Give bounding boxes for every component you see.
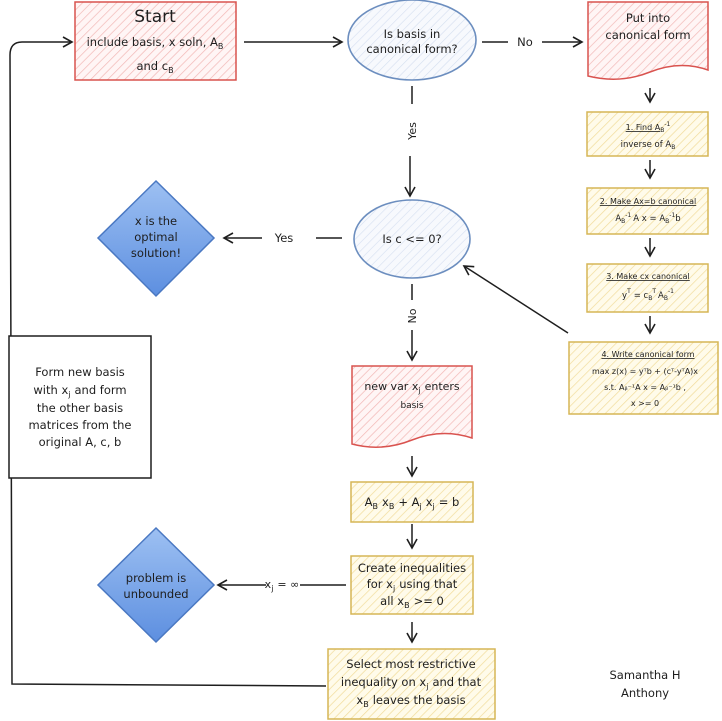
start-title: Start [134,7,176,27]
start-line1: include basis, x soln, AB [87,35,224,51]
canonical-question-oval [347,0,477,81]
arrow-step4-to-c-q [462,265,569,334]
canonical-q-line1: Is basis in [384,27,441,41]
unbounded-diamond [96,526,216,644]
step4-box [568,341,719,415]
put-canonical-line1: Put into [626,11,670,25]
start-line2: and cB [136,59,173,75]
step1-body: inverse of AB [621,140,676,151]
label-yes-down: Yes [406,122,419,141]
equation-box [350,481,474,523]
step4-line2: s.t. Aᵦ⁻¹A x = Aᵦ⁻¹b , [604,383,686,392]
c-question-text: Is c <= 0? [382,232,441,246]
unbounded-line1: problem is [126,571,186,585]
note-line4: matrices from the [28,418,131,432]
note-line3: the other basis [37,401,123,415]
optimal-line1: x is the [135,214,177,228]
author-line1: Samantha H [609,668,680,682]
put-canonical-line2: canonical form [605,28,690,42]
label-yes-left: Yes [274,231,294,245]
step1-box [586,111,709,157]
inequalities-box [350,555,474,615]
optimal-line2: optimal [134,230,177,244]
c-question-oval [353,199,471,279]
optimal-diamond [96,179,216,298]
step3-box [586,263,709,313]
note-line5: original A, c, b [39,435,122,449]
label-no-down: No [406,308,419,323]
label-no-top: No [517,35,533,49]
label-xj-infinity: xj= ∞ [265,578,300,593]
enters-line2: basis [400,401,423,411]
step4-head: 4. Write canonical form [601,350,694,359]
canonical-q-line2: canonical form? [366,42,457,56]
unbounded-line2: unbounded [123,587,188,601]
put-canonical-doc [587,1,709,80]
ineq-line3: all xB>= 0 [380,594,444,610]
start-box [74,1,237,81]
enters-doc [351,365,473,448]
author-line2: Anthony [621,686,669,700]
arrow-restrictive-loop-to-start [9,36,327,687]
optimal-line3: solution! [131,246,181,260]
step2-box [586,187,709,235]
ineq-line1: Create inequalities [358,561,466,575]
restrictive-box [327,648,496,720]
step2-head: 2. Make Ax=b canonical [600,197,696,206]
step1-head: 1. Find AB-1 [626,121,671,134]
new-basis-note-box [8,335,152,479]
note-line1: Form new basis [35,365,125,379]
restrictive-line1: Select most restrictive [346,657,475,671]
step3-head: 3. Make cx canonical [606,272,690,281]
connectors [9,36,656,687]
step4-line1: max z(x) = yᵀb + (cᵀ-yᵀA)x [592,367,698,376]
step4-line3: x >= 0 [631,399,659,408]
